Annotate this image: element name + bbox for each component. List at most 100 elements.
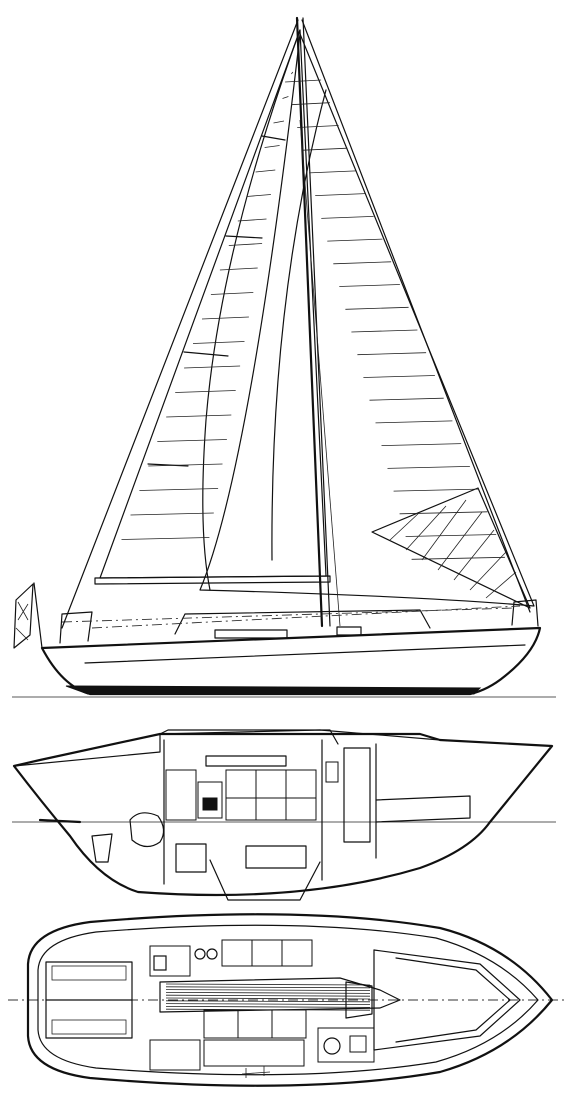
genoa-seam [381, 443, 462, 446]
genoa-seam [357, 352, 427, 356]
headsail-curve-2 [271, 89, 327, 561]
mainsail [99, 29, 327, 579]
genoa-seam [345, 306, 409, 310]
plan-vberth-inner [395, 957, 511, 1043]
genoa-seam [309, 170, 357, 174]
stove-burner-2 [206, 948, 218, 960]
ensign-detail [15, 601, 29, 641]
bow-pulpit [511, 599, 539, 627]
head-sink [349, 1035, 367, 1053]
cabin-port [214, 629, 288, 639]
mainsail-seam [130, 512, 214, 516]
mainsail-seam [264, 145, 280, 148]
mainsail-seam [291, 71, 294, 75]
genoa-seam [327, 238, 383, 242]
table-hatch-line [165, 1000, 371, 1003]
mainsail-seam [121, 537, 210, 540]
cockpit-seat-stbd [51, 1019, 127, 1035]
genoa-seam [375, 420, 453, 424]
table-hatching [165, 983, 371, 1011]
galley-cabinet [165, 769, 197, 821]
locker-aft-stbd [149, 1039, 201, 1071]
table-hatch-line [165, 983, 371, 986]
ensign-staff [33, 582, 43, 649]
table-hatch-line [165, 1003, 371, 1005]
mainsail-seam [157, 439, 227, 442]
genoa-seam [393, 488, 479, 492]
genoa [199, 33, 535, 607]
engine [129, 812, 165, 848]
mainsail-seam [175, 390, 236, 393]
genoa-seam [297, 125, 339, 128]
profile-hatch [205, 755, 287, 767]
genoa-seam [369, 397, 444, 401]
dimension-mark [241, 1066, 271, 1078]
cockpit-seat-port [51, 965, 127, 981]
mainsail-seam [166, 414, 232, 418]
mainsail-seam [219, 267, 258, 271]
ensign-flag [13, 583, 34, 649]
inboard-profile [12, 729, 556, 901]
engine-box [175, 843, 207, 873]
stern-pulpit [59, 611, 93, 644]
table-hatch-line [165, 1006, 371, 1008]
settee-grid [225, 769, 317, 821]
mainsail-seam [246, 194, 271, 197]
sheer-stripe [84, 644, 526, 664]
profile-hull [12, 732, 554, 897]
rudder [91, 833, 113, 863]
mainsail-seam [139, 488, 219, 491]
mainsail-seams [121, 71, 294, 540]
settee-port [221, 939, 313, 967]
settee-stbd [203, 1009, 307, 1039]
stove-burner-1 [194, 948, 206, 960]
table-hatch-line [165, 986, 371, 989]
water-tank [245, 845, 307, 869]
genoa-seam [285, 79, 322, 83]
mainsail-seam [255, 169, 276, 173]
cabin-trunk [174, 609, 431, 635]
locker-aft-port [203, 1039, 305, 1067]
table-hatch-line [165, 992, 371, 994]
plan-vberth [373, 949, 521, 1051]
mast-step [345, 981, 373, 1019]
genoa-seam [333, 261, 392, 265]
genoa-seam [321, 216, 374, 219]
jib-hatching [389, 499, 517, 599]
genoa-seam [291, 102, 330, 106]
shroud [299, 119, 341, 627]
plan-inner [37, 924, 539, 1076]
mainsail-seam [201, 316, 249, 320]
mast-inner [302, 17, 331, 627]
genoa-seams [285, 79, 505, 560]
profile-cabintop [159, 729, 339, 745]
lifeline [61, 607, 515, 623]
saloon-table [159, 977, 401, 1013]
mainsail-seam [228, 243, 263, 246]
jib-clew-panel [371, 487, 531, 609]
genoa-seam [351, 329, 418, 333]
genoa-seam [387, 466, 470, 469]
head-detail [325, 761, 339, 783]
mast [295, 16, 324, 628]
mainsail-seam [282, 96, 289, 99]
headsail-curve [202, 29, 301, 591]
hull-profile [40, 626, 542, 696]
genoa-seam [411, 556, 505, 560]
sail-plan [12, 16, 556, 698]
mainsail-seam [237, 218, 267, 222]
profile-keel [209, 859, 321, 901]
mainsail-seam [273, 120, 285, 124]
mainsail-seam [184, 365, 241, 369]
head-door [343, 747, 371, 843]
mainsail-battens [147, 135, 286, 467]
genoa-seam [315, 193, 365, 196]
sheet-line [91, 605, 521, 629]
backstay [61, 19, 299, 629]
genoa-seam [399, 511, 488, 515]
mainsail-seam [148, 463, 223, 467]
boot-stripe [65, 685, 482, 695]
genoa-seam [363, 375, 435, 378]
stove-oven [202, 797, 218, 811]
